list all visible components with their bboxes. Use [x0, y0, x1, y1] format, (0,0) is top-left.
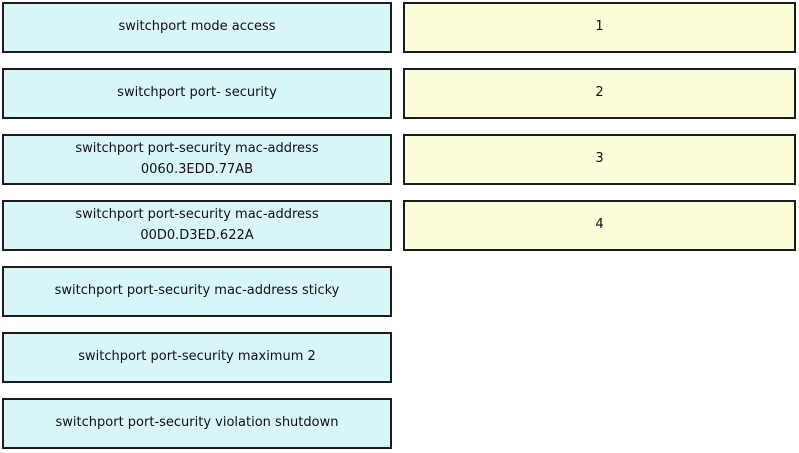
source-command-1[interactable]: switchport mode access	[2, 2, 392, 53]
target-slot-4[interactable]: 4	[403, 200, 796, 251]
source-command-6[interactable]: switchport port-security maximum 2	[2, 332, 392, 383]
target-slot-3[interactable]: 3	[403, 134, 796, 185]
target-slot-2-number: 2	[595, 85, 604, 101]
source-command-7[interactable]: switchport port-security violation shutd…	[2, 398, 392, 449]
target-slot-4-number: 4	[595, 217, 604, 233]
source-command-5[interactable]: switchport port-security mac-address sti…	[2, 266, 392, 317]
target-slot-2[interactable]: 2	[403, 68, 796, 119]
target-slot-1-number: 1	[595, 19, 604, 35]
source-command-3-label: switchport port-security mac-address 006…	[75, 140, 319, 177]
source-command-2[interactable]: switchport port- security	[2, 68, 392, 119]
source-command-7-label: switchport port-security violation shutd…	[55, 415, 339, 431]
source-command-4-label: switchport port-security mac-address 00D…	[75, 206, 319, 243]
target-slot-3-number: 3	[595, 151, 604, 167]
source-command-5-label: switchport port-security mac-address sti…	[54, 283, 340, 299]
source-command-6-label: switchport port-security maximum 2	[78, 349, 316, 365]
target-slot-1[interactable]: 1	[403, 2, 796, 53]
source-command-2-label: switchport port- security	[117, 85, 277, 101]
source-command-4[interactable]: switchport port-security mac-address 00D…	[2, 200, 392, 251]
source-command-3[interactable]: switchport port-security mac-address 006…	[2, 134, 392, 185]
source-command-1-label: switchport mode access	[118, 19, 276, 35]
